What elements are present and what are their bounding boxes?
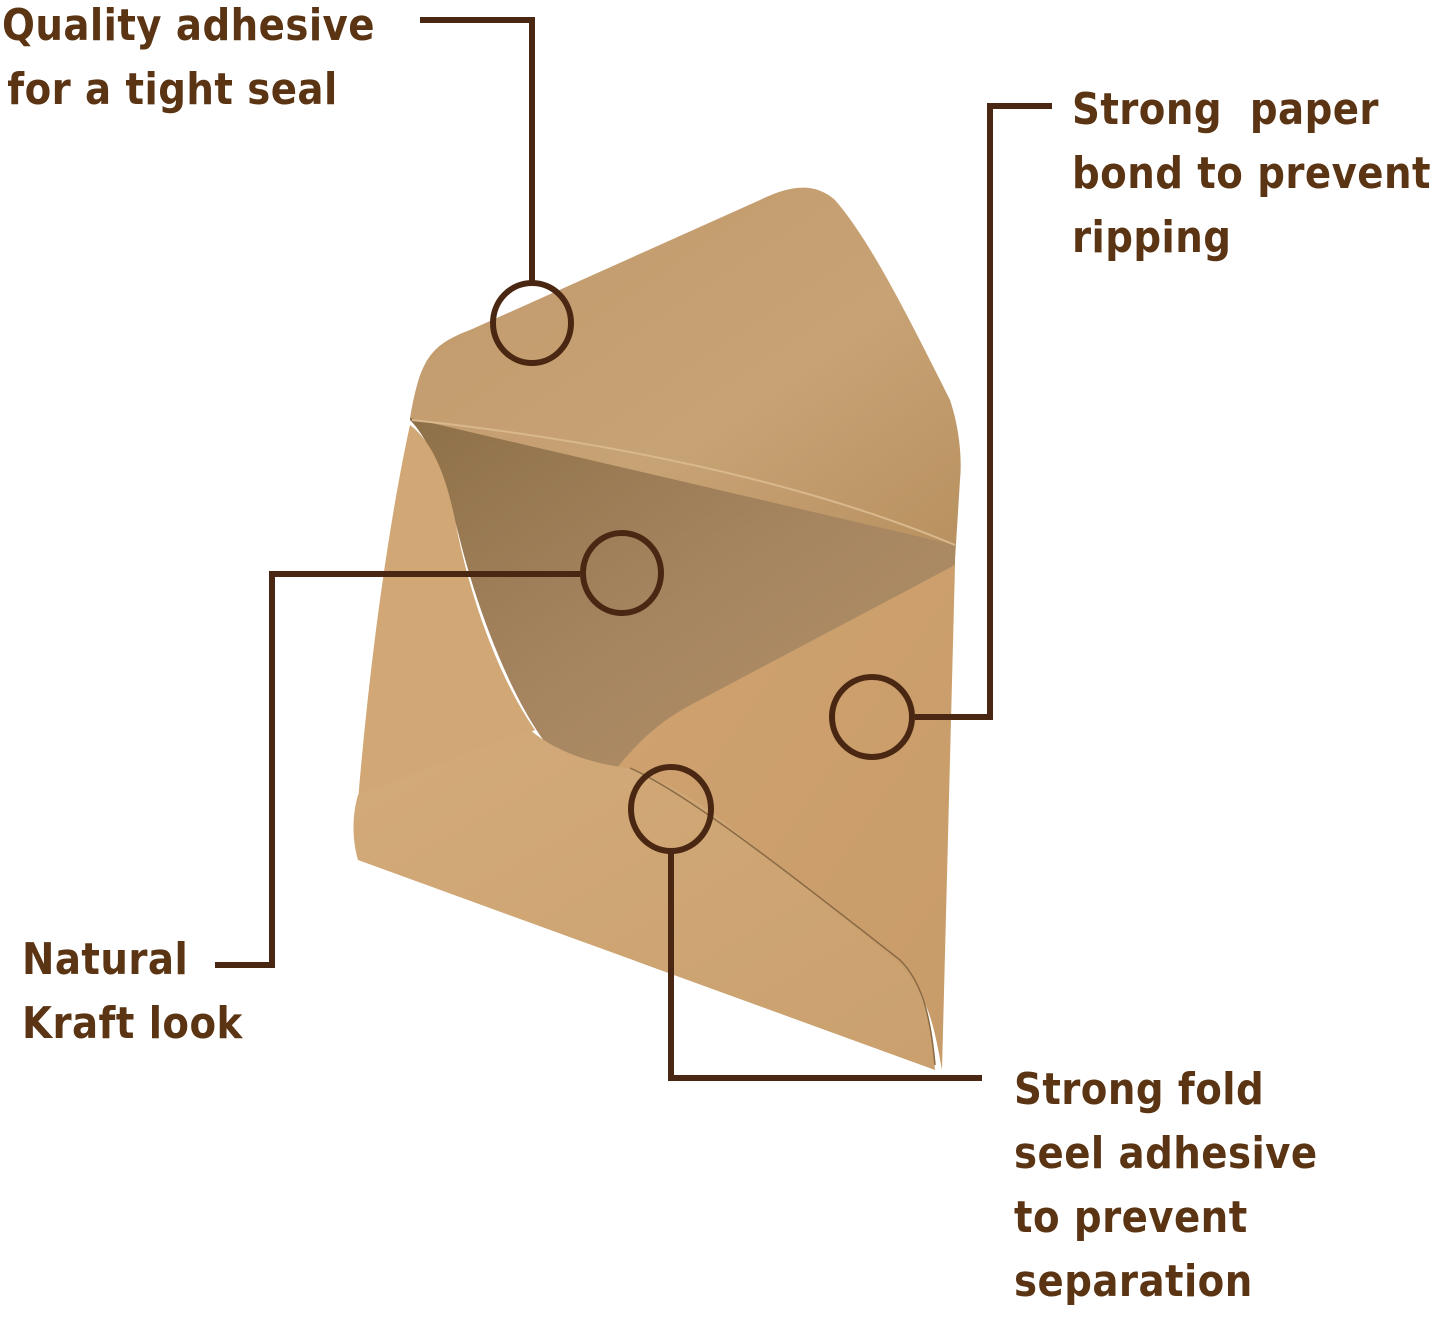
callout-text-line: for a tight seal (7, 64, 338, 115)
callout-text-line: seel adhesive (1014, 1128, 1318, 1179)
callout-circle-fold (628, 764, 714, 854)
envelope-top-flap (410, 187, 961, 560)
callout-circle-bond (829, 674, 915, 760)
callout-label-quality-adhesive: Quality adhesive for a tight seal (2, 0, 375, 122)
callout-circle-quality (490, 280, 574, 366)
callout-text-line: bond to prevent (1072, 148, 1431, 199)
callout-text-line: separation (1014, 1256, 1253, 1307)
callout-label-paper-bond: Strong paper bond to prevent ripping (1072, 78, 1431, 270)
callout-label-fold-seal: Strong fold seel adhesive to prevent sep… (1014, 1058, 1318, 1314)
callout-label-natural-kraft: Natural Kraft look (22, 928, 243, 1056)
callout-circles (490, 280, 915, 854)
callout-text-line: Kraft look (22, 998, 243, 1049)
callout-line-quality (420, 17, 535, 283)
envelope-bottom-flap (353, 730, 935, 1070)
callout-circle-natural (580, 530, 664, 616)
callout-line-bond (915, 103, 1052, 720)
envelope-interior (410, 418, 955, 770)
callout-text-line: Natural (22, 934, 189, 985)
flap-crease (411, 419, 956, 546)
envelope-left-flap (355, 425, 535, 840)
callout-lines (215, 17, 1052, 1081)
callout-text-line: Quality adhesive (2, 0, 375, 51)
callout-text-line: Strong fold (1014, 1064, 1265, 1115)
callout-text-line: ripping (1072, 212, 1232, 263)
callout-text-line: to prevent (1014, 1192, 1248, 1243)
callout-line-natural (215, 571, 580, 968)
callout-text-line: Strong paper (1072, 84, 1379, 135)
callout-line-fold (668, 851, 982, 1081)
flap-seam-line (629, 767, 936, 1066)
